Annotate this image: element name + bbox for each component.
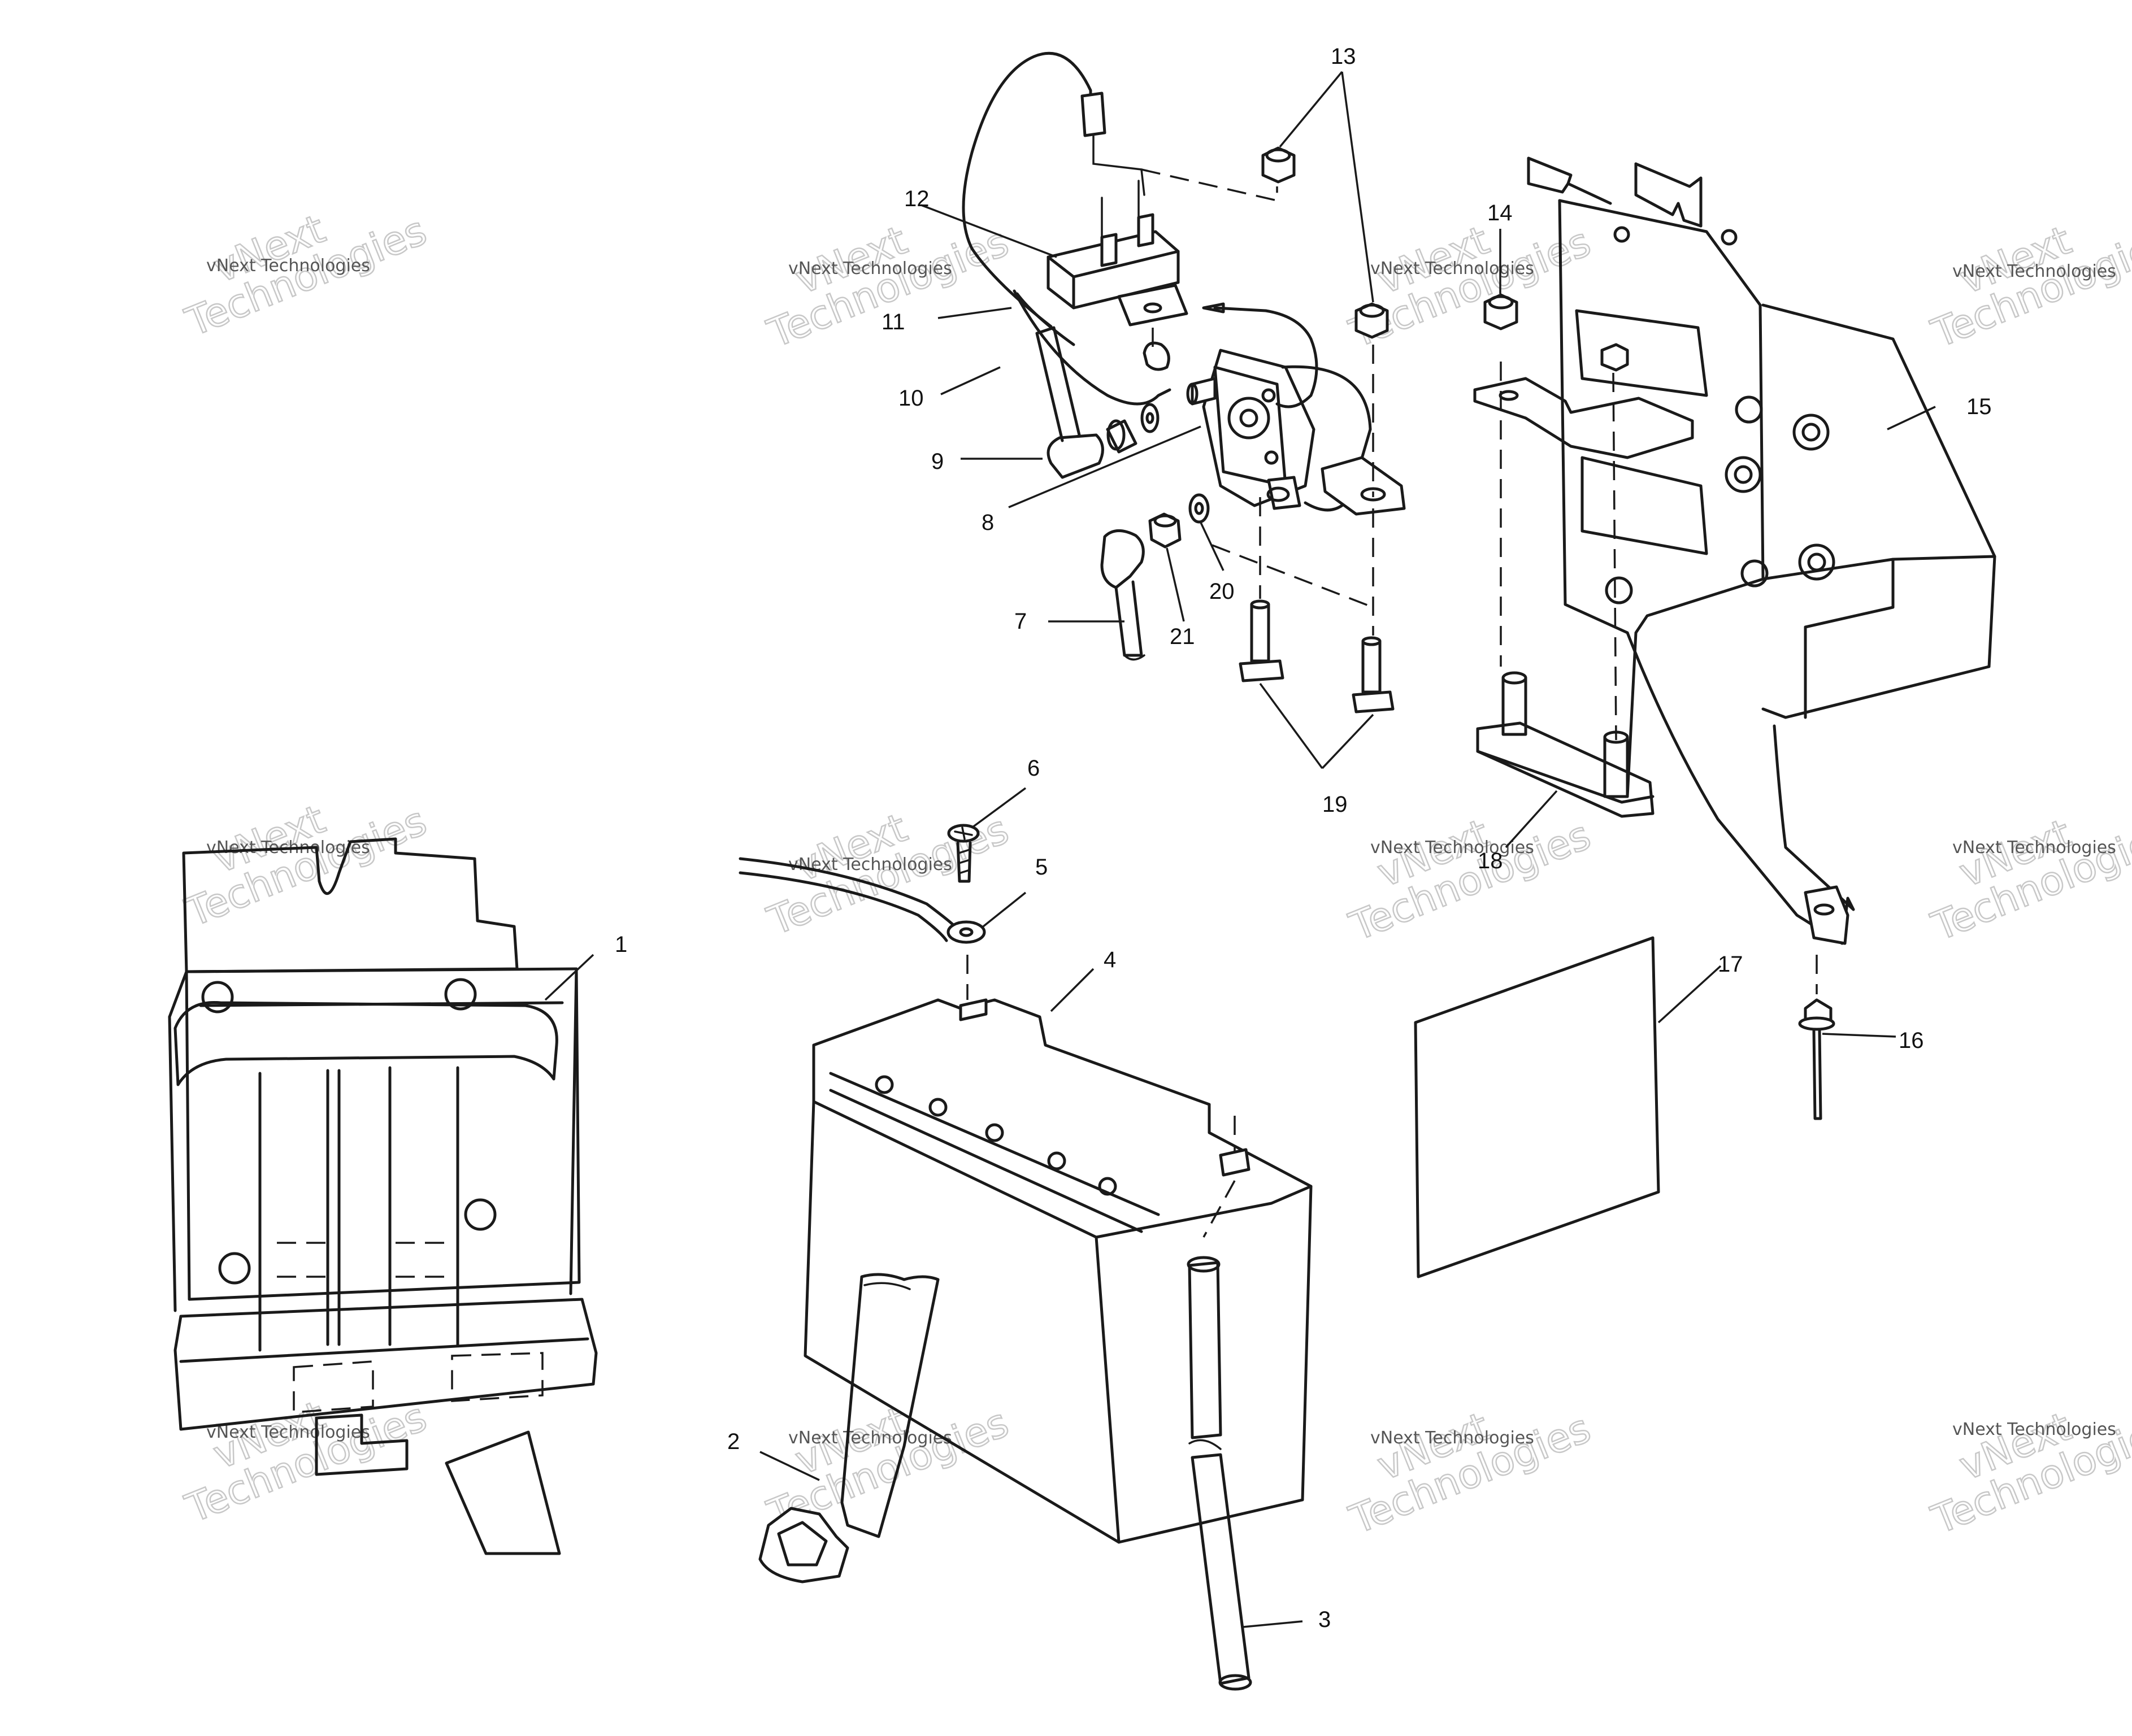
starter-cable[interactable] [1100, 529, 1145, 661]
callout-15: 15 [1966, 394, 1992, 419]
callout-1: 1 [615, 932, 627, 957]
battery[interactable] [804, 998, 1313, 1544]
mounting-bracket[interactable] [1473, 156, 1996, 945]
stud-plate[interactable] [1476, 671, 1655, 818]
callout-4: 4 [1104, 947, 1116, 972]
battery-cable-terminal[interactable] [739, 857, 986, 1000]
callout-6: 6 [1027, 756, 1040, 781]
rivet[interactable] [1798, 955, 1835, 1120]
battery-strap[interactable] [758, 1273, 940, 1583]
solenoid-washers[interactable] [1106, 403, 1210, 524]
watermark-small: vNext Technologies [206, 1422, 370, 1442]
callout-5: 5 [1035, 855, 1048, 880]
battery-box[interactable] [168, 837, 598, 1555]
nut-14[interactable] [1483, 293, 1518, 667]
watermark-small: vNext Technologies [788, 855, 952, 874]
decal-pad[interactable] [1414, 936, 1660, 1278]
callout-18: 18 [1478, 849, 1503, 873]
terminal-screw[interactable] [947, 824, 980, 883]
watermark: vNext Technologies [179, 1391, 433, 1533]
callout-11: 11 [882, 310, 905, 334]
callout-7: 7 [1014, 609, 1027, 634]
watermark: vNext Technologies [1925, 810, 2132, 951]
boot-cap[interactable] [1035, 326, 1104, 479]
callout-12: 12 [904, 186, 930, 211]
watermark-small: vNext Technologies [1370, 1428, 1534, 1448]
callout-20: 20 [1209, 579, 1235, 604]
vent-hose[interactable] [1187, 1256, 1252, 1691]
relay-block[interactable] [1047, 180, 1188, 371]
watermark-small: vNext Technologies [788, 1428, 952, 1448]
callout-2: 2 [727, 1429, 740, 1454]
terminal-nut[interactable] [1148, 512, 1182, 549]
watermark-small: vNext Technologies [1952, 838, 2116, 858]
callout-16: 16 [1899, 1028, 1924, 1053]
leader-lines [544, 71, 1936, 1628]
callout-19: 19 [1322, 792, 1348, 817]
nut-13b[interactable] [1354, 302, 1389, 339]
watermark-small: vNext Technologies [1952, 1420, 2116, 1439]
watermark-small: vNext Technologies [206, 256, 370, 276]
watermark-small: vNext Technologies [788, 259, 952, 279]
callout-9: 9 [931, 449, 944, 474]
callout-8: 8 [982, 510, 994, 535]
wire-lead[interactable] [962, 51, 1145, 328]
callout-labels: 1 2 3 4 5 6 7 8 9 10 11 12 13 14 15 16 1… [615, 44, 1992, 1632]
callout-13: 13 [1331, 44, 1356, 69]
callout-21: 21 [1170, 624, 1195, 649]
callout-3: 3 [1318, 1607, 1331, 1632]
watermark-small: vNext Technologies [1370, 838, 1534, 858]
nut-13a[interactable] [1261, 146, 1296, 184]
bolts[interactable] [1212, 497, 1395, 713]
watermark: vNext Technologies [1925, 1403, 2132, 1544]
starter-solenoid[interactable] [1186, 302, 1406, 516]
watermark-small: vNext Technologies [1952, 262, 2116, 281]
callout-14: 14 [1487, 201, 1513, 225]
callout-10: 10 [898, 386, 924, 411]
watermark: vNext Technologies [1343, 1403, 1597, 1544]
callout-17: 17 [1718, 952, 1743, 977]
ground-wire[interactable] [1013, 289, 1171, 406]
watermark: vNext Technologies [1343, 810, 1597, 951]
watermark-small: vNext Technologies [1370, 259, 1534, 279]
